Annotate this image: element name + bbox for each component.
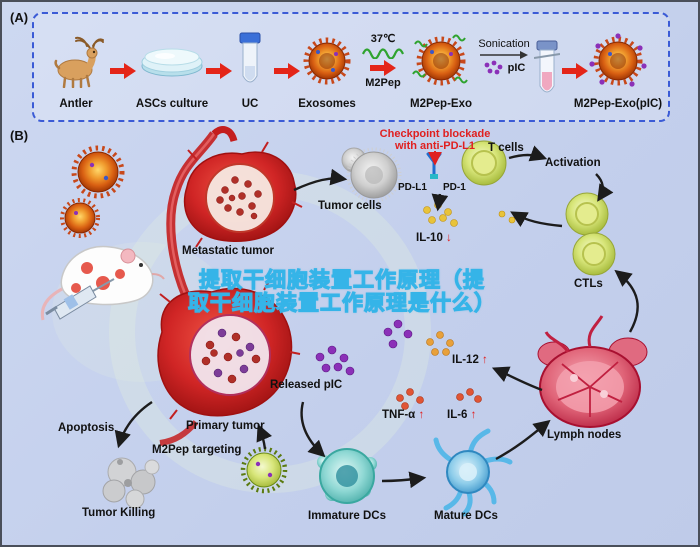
il6-text: IL-6	[447, 409, 468, 421]
pic-agent: pIC	[483, 60, 526, 76]
primary-tumor-label: Primary tumor	[186, 420, 265, 432]
il12-text: IL-12	[452, 354, 479, 366]
tnf-il6-dots	[396, 388, 482, 410]
tumor-cells-label: Tumor cells	[318, 200, 382, 212]
petri-dish-icon	[139, 26, 205, 96]
checkpoint-line1: Checkpoint blockade	[379, 128, 491, 140]
up-arrow-icon: ↑	[470, 409, 477, 421]
metastatic-tumor-label: Metastatic tumor	[182, 245, 275, 257]
checkpoint-line2: with anti-PD-L1	[394, 140, 476, 152]
step-uc: UC	[230, 26, 270, 110]
il10-text: IL-10	[416, 232, 443, 244]
syringe	[45, 278, 115, 320]
watermark-text: 提取干细胞装置工作原理（提 取干细胞装置工作原理是什么）	[152, 268, 532, 315]
step-label: UC	[241, 98, 259, 110]
primary-tumor	[157, 279, 301, 420]
thin-arrow-right-icon	[480, 51, 528, 59]
checkpoint-blockade-label: Checkpoint blockade with anti-PD-L1	[360, 128, 510, 152]
metastatic-tumor	[183, 141, 303, 248]
pic-label: pIC	[507, 62, 526, 74]
step-m2pep-exo-pic: M2Pep-Exo(pIC)	[568, 26, 668, 110]
immature-dc	[317, 448, 377, 504]
down-arrow-icon: ↓	[446, 232, 452, 244]
step-ascs-culture: ASCs culture	[130, 26, 214, 110]
arrow-right-icon	[370, 60, 396, 76]
panel-a-workflow: Antler ASCs culture	[32, 12, 670, 122]
m2pep-particle	[240, 446, 288, 494]
sonication-tube-icon	[534, 40, 560, 93]
tumor-cells	[341, 147, 402, 203]
ctls-label: CTLs	[574, 278, 603, 290]
pic-dots-icon	[484, 60, 503, 75]
arrow-right-icon	[110, 63, 136, 79]
m2pep-targeting-label: M2Pep targeting	[152, 444, 242, 456]
m2pep-conjugation-step: 37℃ M2Pep	[358, 32, 408, 89]
step-label: M2Pep-Exo(pIC)	[573, 98, 663, 110]
peptide-label: M2Pep	[365, 77, 401, 89]
watermark-line2: 取干细胞装置工作原理是什么）	[187, 291, 496, 315]
m2pep-exosome-pic-icon	[588, 26, 648, 96]
deer-antler-icon	[47, 26, 105, 96]
step-label: M2Pep-Exo	[410, 98, 472, 110]
mature-dc	[433, 428, 513, 517]
mature-dcs-label: Mature DCs	[434, 510, 498, 522]
step-antler: Antler	[40, 26, 112, 110]
pdl1-label: PD-L1	[398, 182, 427, 193]
t-cells-label: T cells	[488, 142, 524, 154]
ctl-cells	[565, 192, 616, 276]
temperature-label: 37℃	[370, 33, 396, 45]
tnf-label: TNF-α ↑	[382, 409, 424, 421]
tumor-killing-debris	[102, 457, 160, 509]
step-exosomes: Exosomes	[296, 26, 358, 110]
m2pep-exosome-icon	[411, 26, 471, 96]
watermark-line1: 提取干细胞装置工作原理（提	[198, 268, 485, 292]
panel-a-tag: (A)	[10, 10, 29, 25]
sonication-label: Sonication	[478, 38, 530, 50]
pd1-label: PD-1	[443, 182, 466, 193]
arrow-right-icon	[206, 63, 232, 79]
lymph-nodes-organ	[537, 315, 648, 428]
up-arrow-icon: ↑	[418, 409, 425, 421]
tumor-killing-label: Tumor Killing	[82, 507, 156, 519]
released-pic-label: Released pIC	[270, 379, 343, 391]
flow-arrows	[114, 145, 639, 489]
il12-label: IL-12 ↑	[452, 354, 488, 366]
il12-dots	[426, 331, 454, 356]
il10-label: IL-10 ↓	[416, 232, 452, 244]
il6-label: IL-6 ↑	[447, 409, 476, 421]
tnf-text: TNF-α	[382, 409, 416, 421]
step-m2pep-exo: M2Pep-Exo	[404, 26, 478, 110]
panel-b-tag: (B)	[10, 128, 29, 143]
lymph-nodes-label: Lymph nodes	[547, 429, 622, 441]
t-cell	[461, 140, 507, 186]
apoptosis-label: Apoptosis	[58, 422, 115, 434]
exosome-icon	[300, 26, 354, 96]
step-label: Exosomes	[298, 98, 356, 110]
arrow-right-icon	[274, 63, 300, 79]
step-label: ASCs culture	[135, 98, 209, 110]
immature-dcs-label: Immature DCs	[308, 510, 386, 522]
sonication-step: Sonication pIC	[476, 38, 532, 76]
centrifuge-tube-icon	[238, 26, 262, 96]
arrow-right-icon	[562, 63, 588, 79]
up-arrow-icon: ↑	[482, 354, 488, 366]
peptide-zigzag-icon	[361, 48, 405, 59]
step-label: Antler	[59, 98, 93, 110]
activation-label: Activation	[545, 157, 601, 169]
released-pic-dots	[315, 319, 413, 376]
exosome-particles	[60, 145, 125, 238]
